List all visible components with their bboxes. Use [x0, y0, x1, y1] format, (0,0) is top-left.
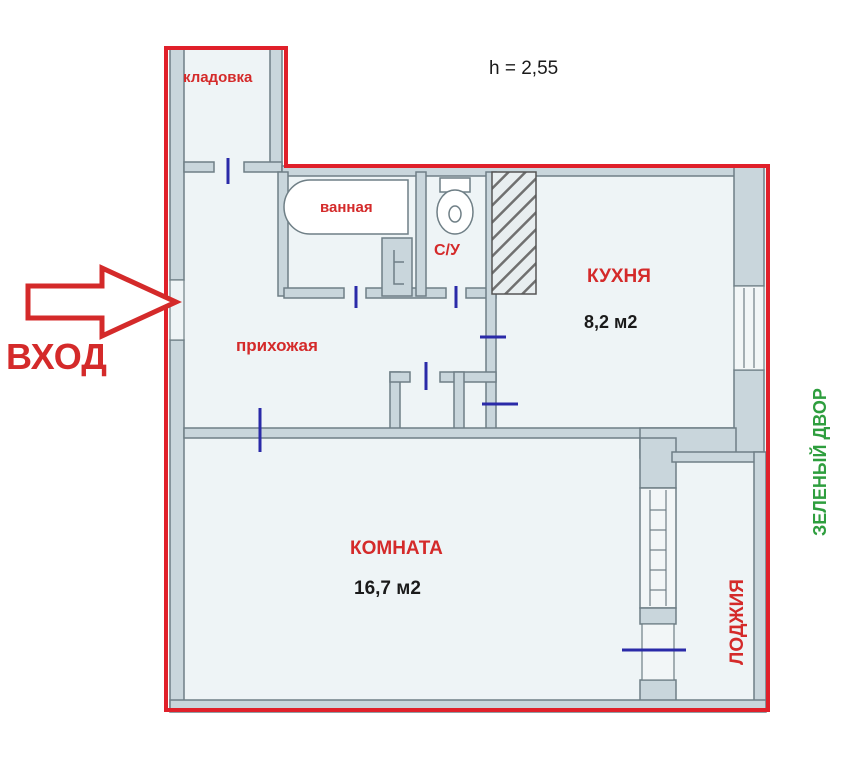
storage-label: кладовка: [183, 69, 253, 86]
outside-courtyard-label: ЗЕЛЕНЫЙ ДВОР: [810, 388, 830, 536]
entrance-door: [169, 279, 185, 341]
hallway-label: прихожая: [236, 336, 318, 355]
entrance-label: ВХОД: [6, 336, 107, 377]
bathroom-sink: [393, 250, 404, 285]
entrance-arrow-icon: [25, 264, 182, 340]
ceiling-height-label: h = 2,55: [489, 58, 559, 79]
apartment-outline: [164, 46, 770, 712]
toilet-label: С/У: [434, 242, 460, 259]
living-room-area-label: 16,7 м2: [354, 578, 421, 599]
kitchen-area-label: 8,2 м2: [584, 312, 638, 332]
bathtub: [283, 179, 409, 235]
kitchen-label: КУХНЯ: [587, 266, 651, 287]
door-markers: [226, 158, 686, 652]
living-room-label: КОМНАТА: [350, 538, 443, 559]
toilet-fixture: [436, 177, 474, 235]
bathroom-label: ванная: [320, 199, 373, 216]
loggia-label: ЛОДЖИЯ: [727, 579, 748, 665]
windows: [641, 285, 765, 681]
